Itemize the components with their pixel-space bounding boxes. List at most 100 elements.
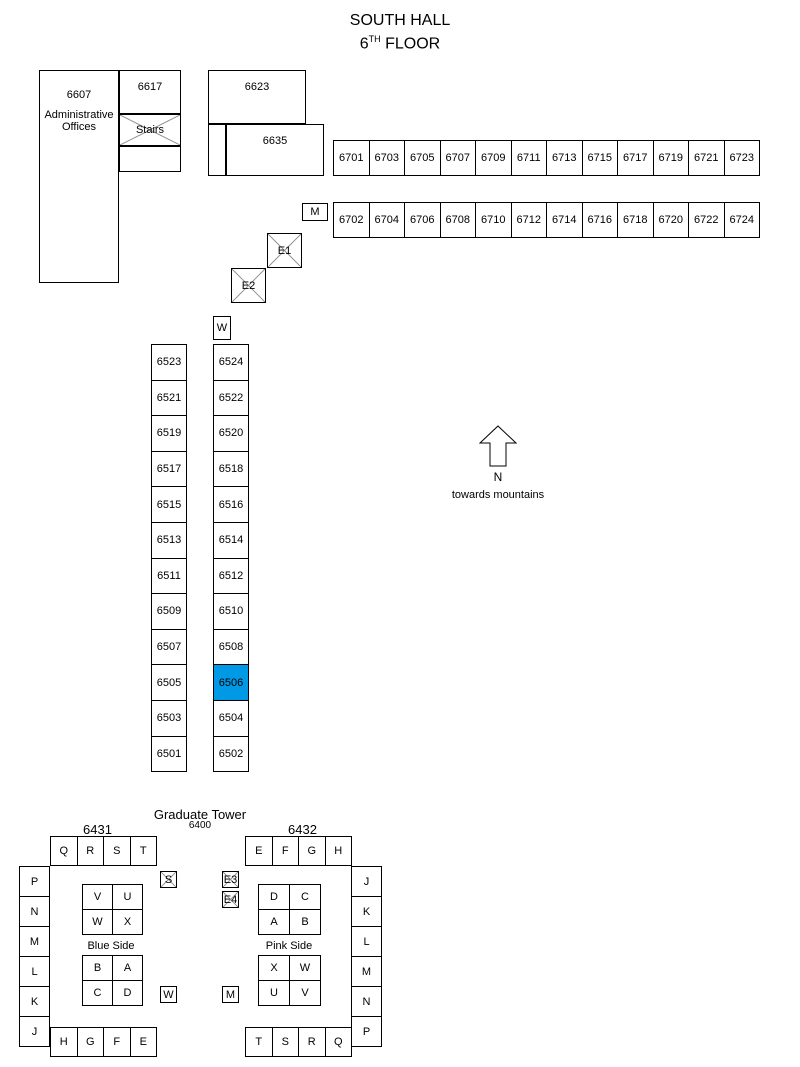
elevator-e3[interactable]: E3 bbox=[222, 871, 239, 888]
suite-6432-inner-D[interactable]: D bbox=[258, 884, 290, 910]
men-restroom-tower[interactable]: M bbox=[222, 986, 239, 1003]
room-6519[interactable]: 6519 bbox=[151, 415, 187, 452]
suite-6432-inner-U[interactable]: U bbox=[258, 980, 290, 1006]
room-6709[interactable]: 6709 bbox=[475, 140, 512, 176]
suite-6432-S[interactable]: S bbox=[271, 1027, 299, 1057]
men-restroom[interactable]: M bbox=[302, 203, 328, 221]
room-6712[interactable]: 6712 bbox=[510, 202, 547, 238]
room-6703[interactable]: 6703 bbox=[368, 140, 405, 176]
suite-6431-H[interactable]: H bbox=[50, 1027, 78, 1057]
room-6506[interactable]: 6506 bbox=[213, 664, 249, 701]
room-6707[interactable]: 6707 bbox=[439, 140, 476, 176]
room-6706[interactable]: 6706 bbox=[404, 202, 441, 238]
women-restroom[interactable]: W bbox=[213, 316, 231, 340]
room-6607[interactable]: 6607 Administrative Offices bbox=[39, 70, 119, 283]
room-6716[interactable]: 6716 bbox=[581, 202, 618, 238]
women-restroom-tower[interactable]: W bbox=[160, 986, 177, 1003]
suite-6432-L[interactable]: L bbox=[351, 926, 382, 957]
suite-6432-inner-C[interactable]: C bbox=[289, 884, 321, 910]
room-6509[interactable]: 6509 bbox=[151, 593, 187, 630]
suite-6432-J[interactable]: J bbox=[351, 866, 382, 897]
suite-6432-P[interactable]: P bbox=[351, 1016, 382, 1047]
suite-6432-E[interactable]: E bbox=[245, 836, 273, 866]
elevator-e2[interactable]: E2 bbox=[231, 268, 266, 303]
suite-6432-inner-V[interactable]: V bbox=[289, 980, 321, 1006]
suite-6431-inner-X[interactable]: X bbox=[112, 909, 143, 935]
room-6524[interactable]: 6524 bbox=[213, 344, 249, 381]
suite-6431-Q[interactable]: Q bbox=[50, 836, 78, 866]
suite-6431-R[interactable]: R bbox=[76, 836, 104, 866]
room-6516[interactable]: 6516 bbox=[213, 486, 249, 523]
room-6521[interactable]: 6521 bbox=[151, 379, 187, 417]
suite-6432-T[interactable]: T bbox=[245, 1027, 273, 1057]
suite-6432-M[interactable]: M bbox=[351, 956, 382, 987]
room-6503[interactable]: 6503 bbox=[151, 700, 187, 737]
room-6715[interactable]: 6715 bbox=[581, 140, 618, 176]
suite-6431-E[interactable]: E bbox=[129, 1027, 157, 1057]
room-6724[interactable]: 6724 bbox=[723, 202, 760, 238]
room-6517[interactable]: 6517 bbox=[151, 450, 187, 488]
suite-6432-inner-X[interactable]: X bbox=[258, 955, 290, 981]
room-6623[interactable]: 6623 bbox=[208, 70, 306, 124]
suite-6432-H[interactable]: H bbox=[324, 836, 352, 866]
suite-6431-inner-A[interactable]: A bbox=[112, 955, 143, 981]
room-6515[interactable]: 6515 bbox=[151, 486, 187, 523]
suite-6431-J[interactable]: J bbox=[19, 1016, 50, 1047]
suite-6432-R[interactable]: R bbox=[298, 1027, 326, 1057]
suite-6432-K[interactable]: K bbox=[351, 896, 382, 927]
suite-6431-M[interactable]: M bbox=[19, 926, 50, 957]
room-6718[interactable]: 6718 bbox=[617, 202, 654, 238]
room-6507[interactable]: 6507 bbox=[151, 628, 187, 666]
suite-6431-F[interactable]: F bbox=[103, 1027, 131, 1057]
room-6502[interactable]: 6502 bbox=[213, 735, 249, 773]
room-6501[interactable]: 6501 bbox=[151, 735, 187, 773]
room-6708[interactable]: 6708 bbox=[439, 202, 476, 238]
room-6617[interactable]: 6617 bbox=[119, 70, 181, 114]
room-6714[interactable]: 6714 bbox=[546, 202, 583, 238]
suite-6431-K[interactable]: K bbox=[19, 986, 50, 1017]
room-6513[interactable]: 6513 bbox=[151, 522, 187, 559]
room-6520[interactable]: 6520 bbox=[213, 415, 249, 452]
room-6719[interactable]: 6719 bbox=[652, 140, 689, 176]
suite-6431-P[interactable]: P bbox=[19, 866, 50, 897]
elevator-e1[interactable]: E1 bbox=[267, 233, 302, 268]
suite-6431-inner-U[interactable]: U bbox=[112, 884, 143, 910]
room-6701[interactable]: 6701 bbox=[333, 140, 370, 176]
suite-6431-inner-V[interactable]: V bbox=[82, 884, 113, 910]
room-6635[interactable]: 6635 bbox=[226, 124, 324, 176]
room-6710[interactable]: 6710 bbox=[475, 202, 512, 238]
suite-6431-inner-C[interactable]: C bbox=[82, 980, 113, 1006]
room-6510[interactable]: 6510 bbox=[213, 593, 249, 630]
suite-6431-S[interactable]: S bbox=[103, 836, 131, 866]
suite-6432-inner-A[interactable]: A bbox=[258, 909, 290, 935]
suite-6432-N[interactable]: N bbox=[351, 986, 382, 1017]
suite-6432-inner-W[interactable]: W bbox=[289, 955, 321, 981]
suite-6432-F[interactable]: F bbox=[271, 836, 299, 866]
room-6518[interactable]: 6518 bbox=[213, 450, 249, 488]
room-6508[interactable]: 6508 bbox=[213, 628, 249, 666]
room-6505[interactable]: 6505 bbox=[151, 664, 187, 701]
room-6722[interactable]: 6722 bbox=[688, 202, 725, 238]
room-6711[interactable]: 6711 bbox=[510, 140, 547, 176]
room-6717[interactable]: 6717 bbox=[617, 140, 654, 176]
suite-6431-inner-W[interactable]: W bbox=[82, 909, 113, 935]
room-6511[interactable]: 6511 bbox=[151, 557, 187, 595]
room-6713[interactable]: 6713 bbox=[546, 140, 583, 176]
room-6720[interactable]: 6720 bbox=[652, 202, 689, 238]
suite-6432-G[interactable]: G bbox=[298, 836, 326, 866]
room-6702[interactable]: 6702 bbox=[333, 202, 370, 238]
suite-6432-Q[interactable]: Q bbox=[324, 1027, 352, 1057]
room-6705[interactable]: 6705 bbox=[404, 140, 441, 176]
suite-6432-inner-B[interactable]: B bbox=[289, 909, 321, 935]
suite-6431-N[interactable]: N bbox=[19, 896, 50, 927]
room-6721[interactable]: 6721 bbox=[688, 140, 725, 176]
room-6704[interactable]: 6704 bbox=[368, 202, 405, 238]
suite-6431-inner-D[interactable]: D bbox=[112, 980, 143, 1006]
room-6512[interactable]: 6512 bbox=[213, 557, 249, 595]
suite-6431-L[interactable]: L bbox=[19, 956, 50, 987]
elevator-e4[interactable]: E4 bbox=[222, 891, 239, 908]
suite-6431-G[interactable]: G bbox=[76, 1027, 104, 1057]
room-6723[interactable]: 6723 bbox=[723, 140, 760, 176]
room-6514[interactable]: 6514 bbox=[213, 522, 249, 559]
suite-6431-inner-B[interactable]: B bbox=[82, 955, 113, 981]
